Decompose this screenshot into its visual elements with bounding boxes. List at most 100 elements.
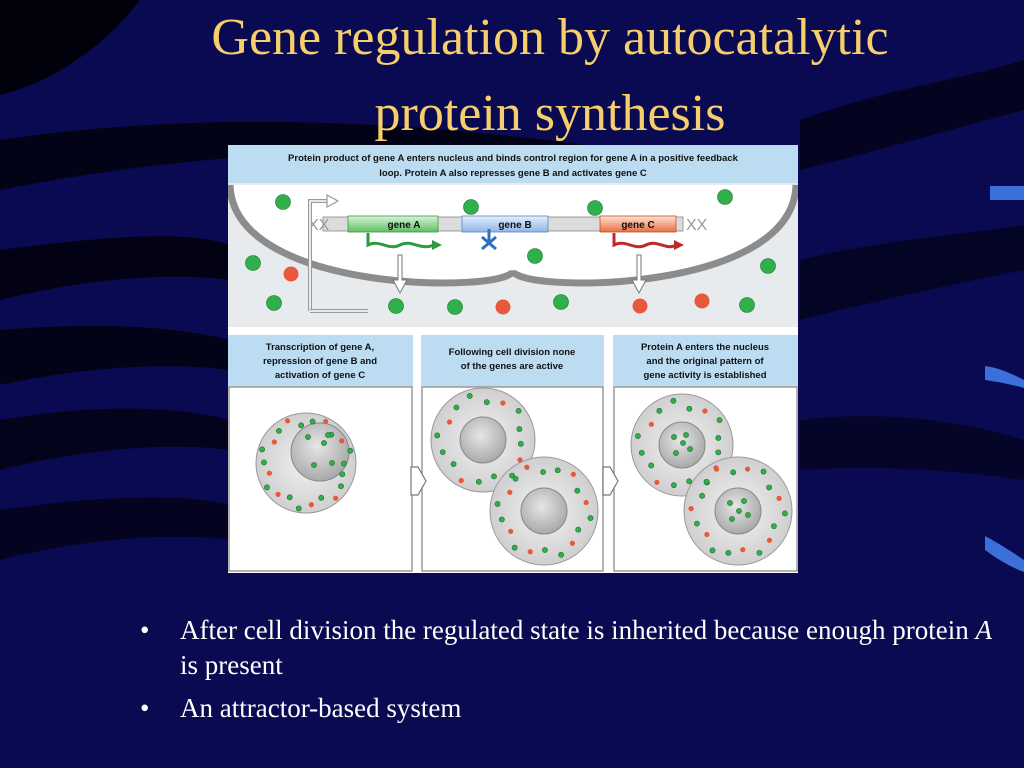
gene-regulation-figure: Protein product of gene A enters nucleus… (228, 145, 798, 573)
panel-1-caption-line-3: activation of gene C (275, 370, 365, 381)
green-protein-dot (670, 482, 677, 489)
green-protein-dot (703, 478, 710, 485)
protein-a-green (463, 199, 479, 215)
green-protein-dot (341, 460, 347, 467)
green-protein-dot (466, 393, 473, 399)
red-protein-dot (284, 418, 291, 424)
gene-b-repression-mark (481, 229, 497, 251)
top-caption-band (228, 145, 798, 183)
red-protein-dot (500, 400, 506, 406)
panel-1-caption-band (228, 335, 413, 387)
gene-a-label: gene A (388, 220, 421, 231)
green-protein-dot (264, 484, 270, 491)
protein-a-green (388, 298, 404, 314)
red-protein-dot (740, 547, 746, 553)
gene-a-transcript-arrow (366, 233, 435, 249)
protein-c-red (283, 266, 299, 282)
green-protein-dot (587, 515, 594, 521)
top-caption-line-2: loop. Protein A also represses gene B an… (379, 168, 647, 179)
red-protein-dot (333, 495, 339, 501)
green-protein-dot (311, 462, 317, 468)
green-protein-dot (670, 397, 677, 404)
transition-arrow-1 (410, 466, 427, 496)
panel-2-caption-line-2: of the genes are active (461, 361, 563, 372)
green-protein-dot (683, 432, 689, 438)
red-protein-dot (583, 499, 589, 506)
green-protein-dot (512, 475, 519, 482)
green-protein-dot (575, 526, 582, 533)
green-protein-dot (716, 417, 723, 424)
dna-end-right: XX (686, 217, 708, 234)
green-protein-dot (736, 508, 742, 514)
green-protein-dot (673, 450, 679, 456)
protein-c-release-arrow (631, 254, 647, 295)
red-protein-dot (308, 502, 314, 508)
green-protein-dot (745, 512, 751, 518)
bullet-2-text: An attractor-based system (180, 693, 462, 723)
red-protein-dot (570, 471, 576, 477)
protein-c-red (694, 293, 710, 309)
gene-c-segment (599, 215, 677, 233)
gene-b-label: gene B (498, 220, 531, 231)
green-protein-dot (766, 484, 773, 491)
protein-a-green (760, 258, 776, 274)
green-protein-dot (338, 483, 344, 490)
green-protein-dot (540, 469, 546, 475)
panel-3-caption-line-1: Protein A enters the nucleus (641, 342, 769, 353)
protein-dots (245, 189, 788, 558)
red-protein-dot (323, 418, 329, 425)
green-protein-dot (656, 407, 663, 414)
green-protein-dot (305, 434, 311, 440)
title-line-1: Gene regulation by autocatalytic (211, 9, 889, 66)
red-protein-dot (714, 466, 720, 472)
gene-c-label: gene C (621, 220, 654, 231)
top-caption-line-1: Protein product of gene A enters nucleus… (288, 153, 739, 164)
green-protein-dot (318, 494, 325, 501)
gene-c-transcript-arrow (612, 233, 677, 249)
green-protein-dot (494, 501, 501, 507)
protein-c-red (495, 299, 511, 315)
cell-panel-2-top (430, 387, 536, 493)
gene-a-segment (347, 215, 439, 233)
green-protein-dot (286, 494, 293, 501)
green-protein-dot (516, 426, 523, 432)
green-protein-dot (715, 435, 722, 441)
green-protein-dot (760, 468, 767, 475)
protein-a-green (266, 295, 282, 311)
panel-2-caption-band (421, 335, 604, 387)
red-protein-dot (702, 408, 708, 414)
bullet-1-text: After cell division the regulated state … (180, 615, 976, 645)
green-protein-dot (638, 449, 645, 456)
red-protein-dot (271, 439, 277, 445)
green-protein-dot (741, 498, 747, 504)
green-protein-dot (517, 440, 524, 447)
green-protein-dot (453, 404, 460, 411)
green-protein-dot (475, 478, 482, 485)
green-protein-dot (558, 551, 565, 558)
green-protein-dot (730, 469, 737, 476)
protein-a-green (447, 299, 463, 315)
green-protein-dot (309, 418, 316, 425)
green-protein-dot (693, 520, 700, 527)
green-protein-dot (439, 449, 446, 456)
green-protein-dot (729, 516, 735, 522)
red-protein-dot (569, 540, 576, 546)
green-protein-dot (261, 459, 267, 466)
red-protein-dot (524, 464, 530, 470)
red-protein-dot (446, 419, 453, 425)
green-protein-dot (756, 549, 763, 556)
green-protein-dot (771, 523, 777, 530)
green-protein-dot (329, 460, 335, 466)
red-protein-dot (776, 495, 782, 501)
transition-arrow-2 (602, 466, 619, 496)
green-protein-dot (515, 407, 522, 414)
protein-a-green (527, 248, 543, 264)
gene-b-segment (461, 215, 549, 233)
protein-a-green (587, 200, 603, 216)
green-protein-dot (295, 505, 302, 512)
green-protein-dot (727, 500, 733, 506)
red-protein-dot (704, 531, 710, 538)
green-protein-dot (298, 422, 305, 429)
green-protein-dot (687, 446, 693, 452)
green-protein-dot (259, 446, 265, 453)
